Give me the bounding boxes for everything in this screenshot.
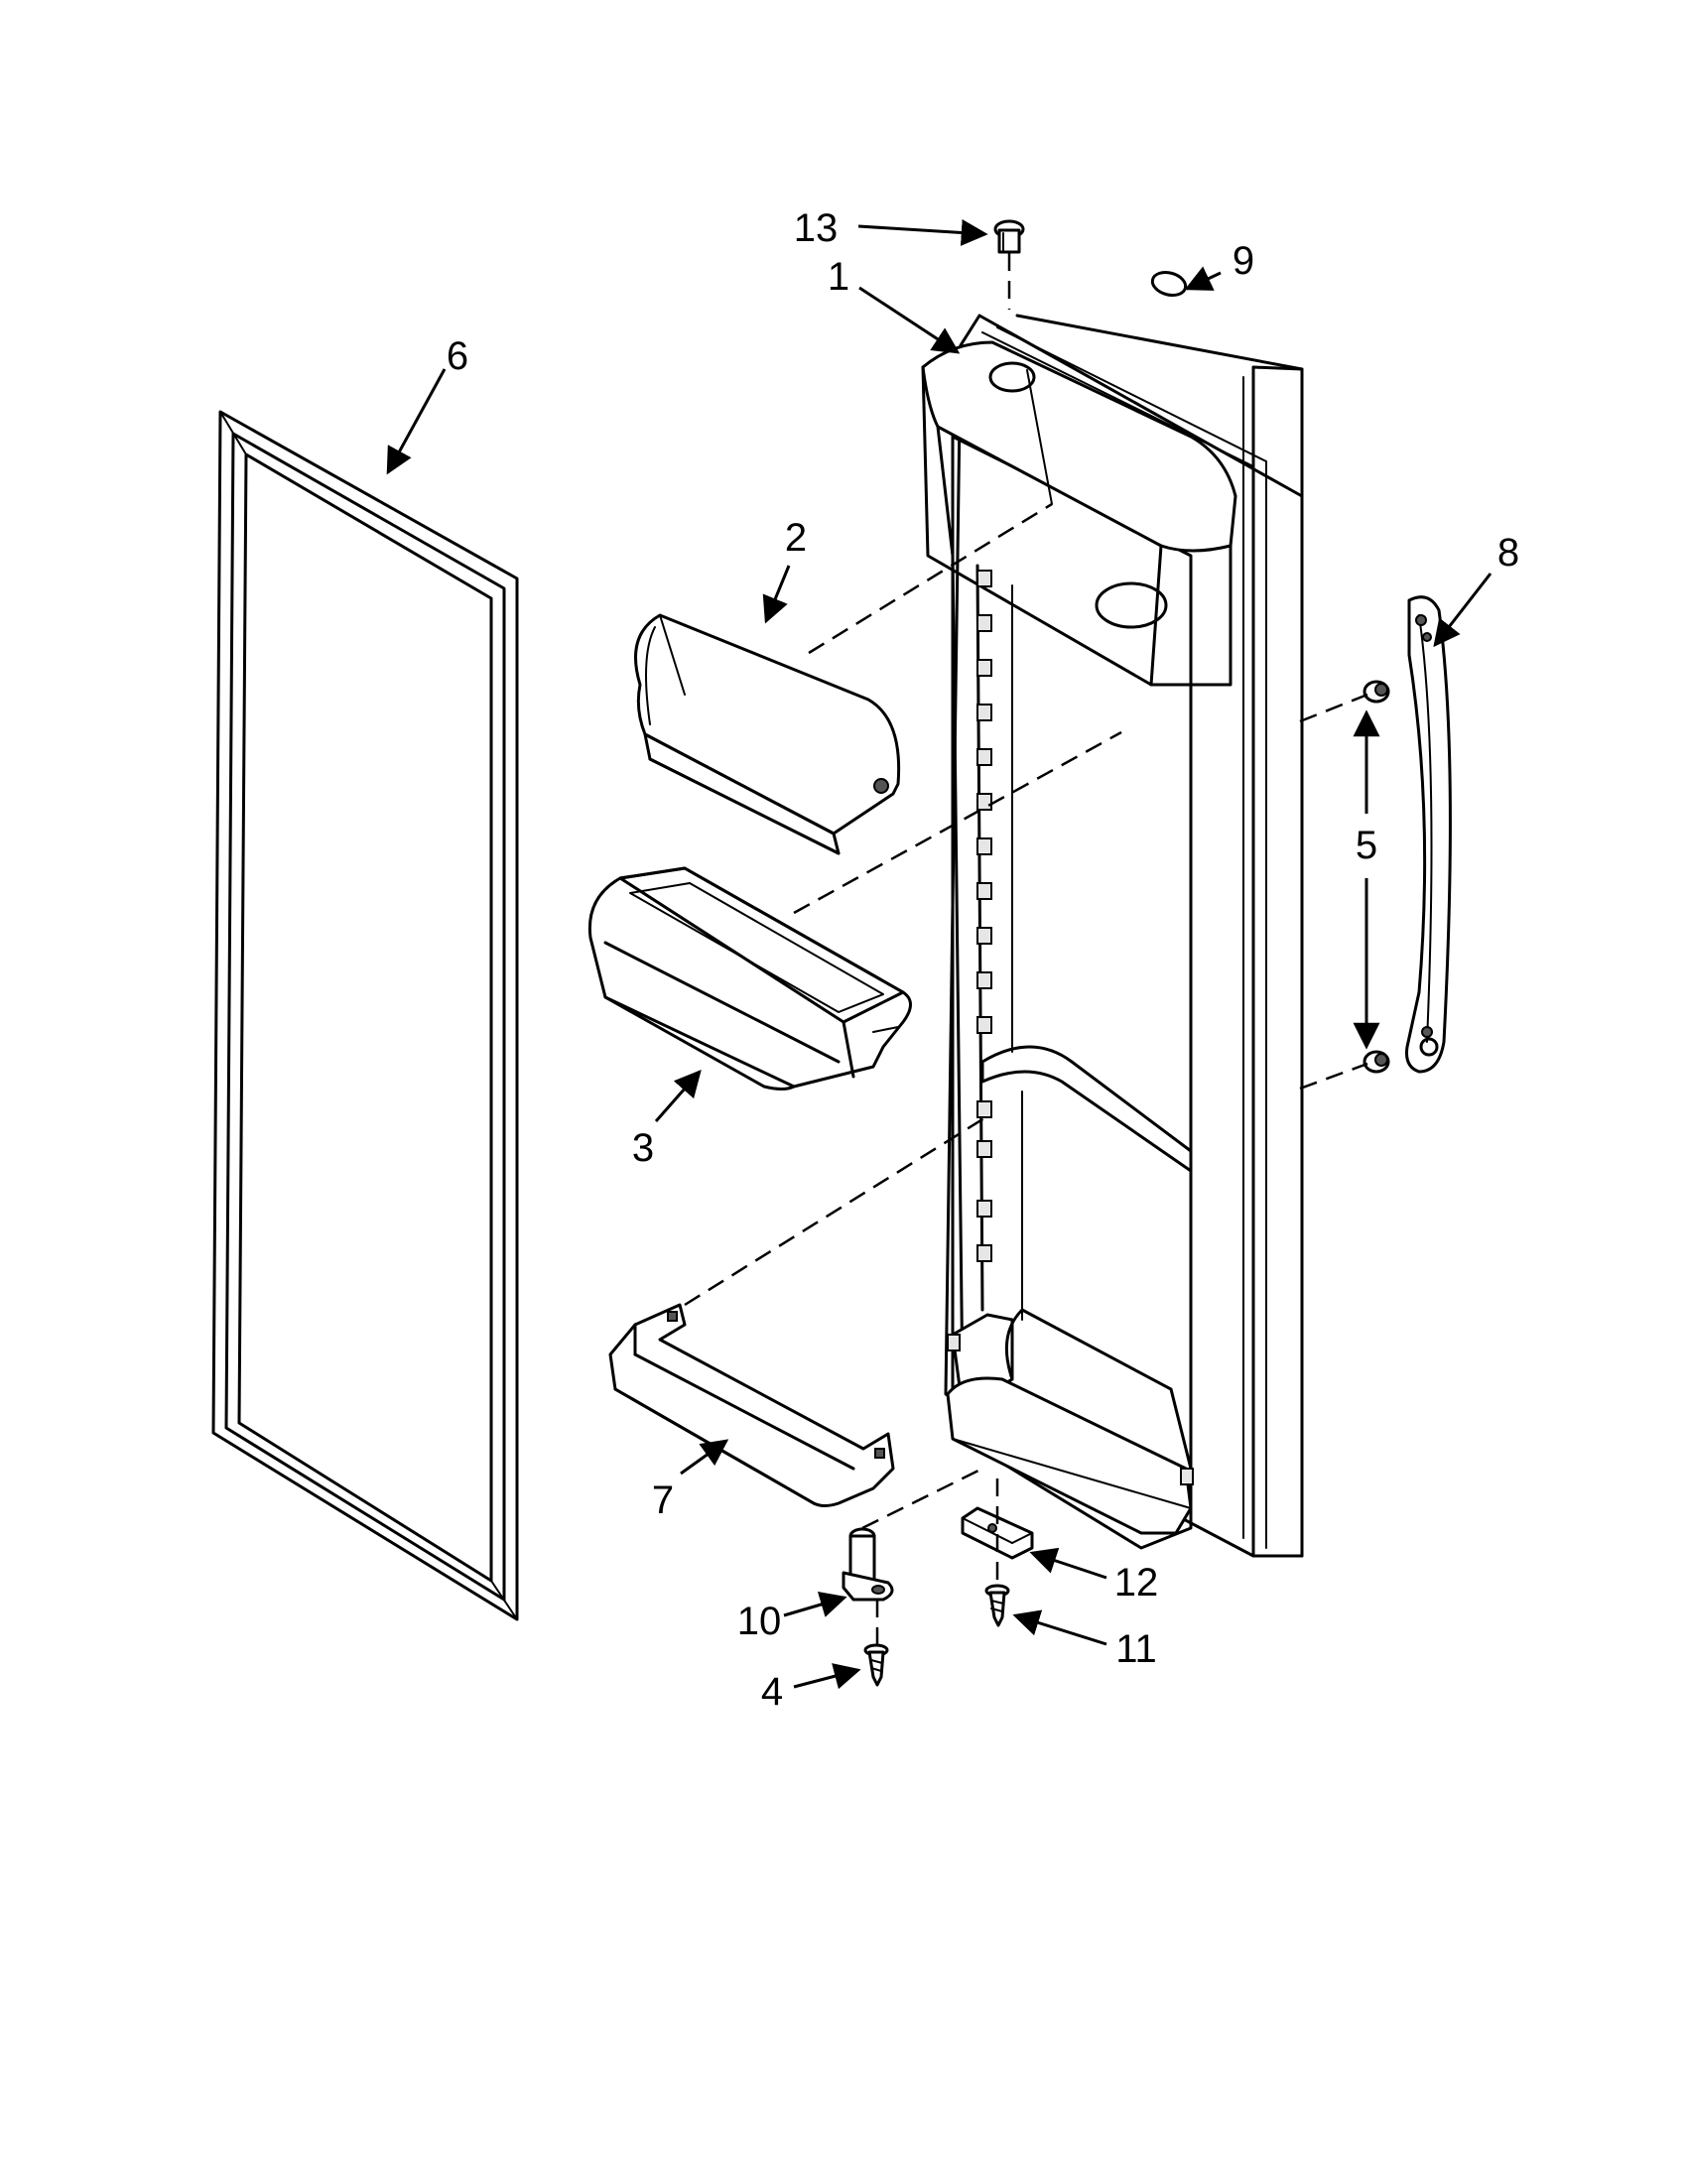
screw-part bbox=[863, 1643, 889, 1687]
hinge-screw-part bbox=[984, 1584, 1010, 1627]
callout-2: 2 bbox=[785, 516, 807, 560]
leader-arrows bbox=[386, 219, 1493, 1690]
dairy-door-part bbox=[634, 613, 901, 855]
hinge-washer-part bbox=[1150, 270, 1188, 298]
leader-arrow-9 bbox=[1184, 266, 1222, 291]
callout-13: 13 bbox=[794, 206, 839, 250]
callout-10: 10 bbox=[737, 1600, 782, 1643]
callout-4: 4 bbox=[761, 1670, 783, 1714]
leader-arrow-2 bbox=[762, 565, 791, 624]
callout-12: 12 bbox=[1114, 1561, 1159, 1605]
leader-arrow-1 bbox=[858, 286, 961, 354]
bottom-hinge-part bbox=[842, 1527, 894, 1602]
callout-6: 6 bbox=[447, 334, 468, 378]
leader-arrow-4 bbox=[793, 1663, 861, 1690]
hinge-bushing-part bbox=[993, 219, 1025, 254]
door-handle-part bbox=[1405, 595, 1452, 1074]
assembly-lines bbox=[684, 253, 1368, 1647]
callout-labels: 13 1 9 6 2 8 5 3 7 12 11 10 4 bbox=[447, 206, 1519, 1714]
leader-arrow-13 bbox=[857, 219, 988, 246]
door-bin-part bbox=[587, 866, 912, 1091]
callout-5: 5 bbox=[1356, 824, 1377, 867]
door-liner-part bbox=[921, 314, 1304, 1558]
door-shelf-part bbox=[608, 1303, 895, 1507]
callout-8: 8 bbox=[1497, 531, 1519, 575]
callout-11: 11 bbox=[1115, 1627, 1157, 1671]
callout-7: 7 bbox=[652, 1478, 674, 1522]
leader-arrow-12 bbox=[1029, 1547, 1107, 1580]
callout-1: 1 bbox=[828, 255, 849, 299]
leader-arrow-11 bbox=[1012, 1609, 1107, 1646]
leader-arrow-7 bbox=[680, 1439, 729, 1476]
callout-3: 3 bbox=[632, 1126, 654, 1170]
leader-arrow-8 bbox=[1433, 573, 1493, 648]
door-gasket-part bbox=[211, 410, 519, 1621]
leader-arrow-10 bbox=[783, 1591, 847, 1617]
leader-arrow-6 bbox=[386, 368, 447, 475]
callout-9: 9 bbox=[1233, 239, 1254, 283]
leader-arrow-3 bbox=[654, 1069, 702, 1122]
spacer-parts bbox=[1363, 680, 1390, 1074]
